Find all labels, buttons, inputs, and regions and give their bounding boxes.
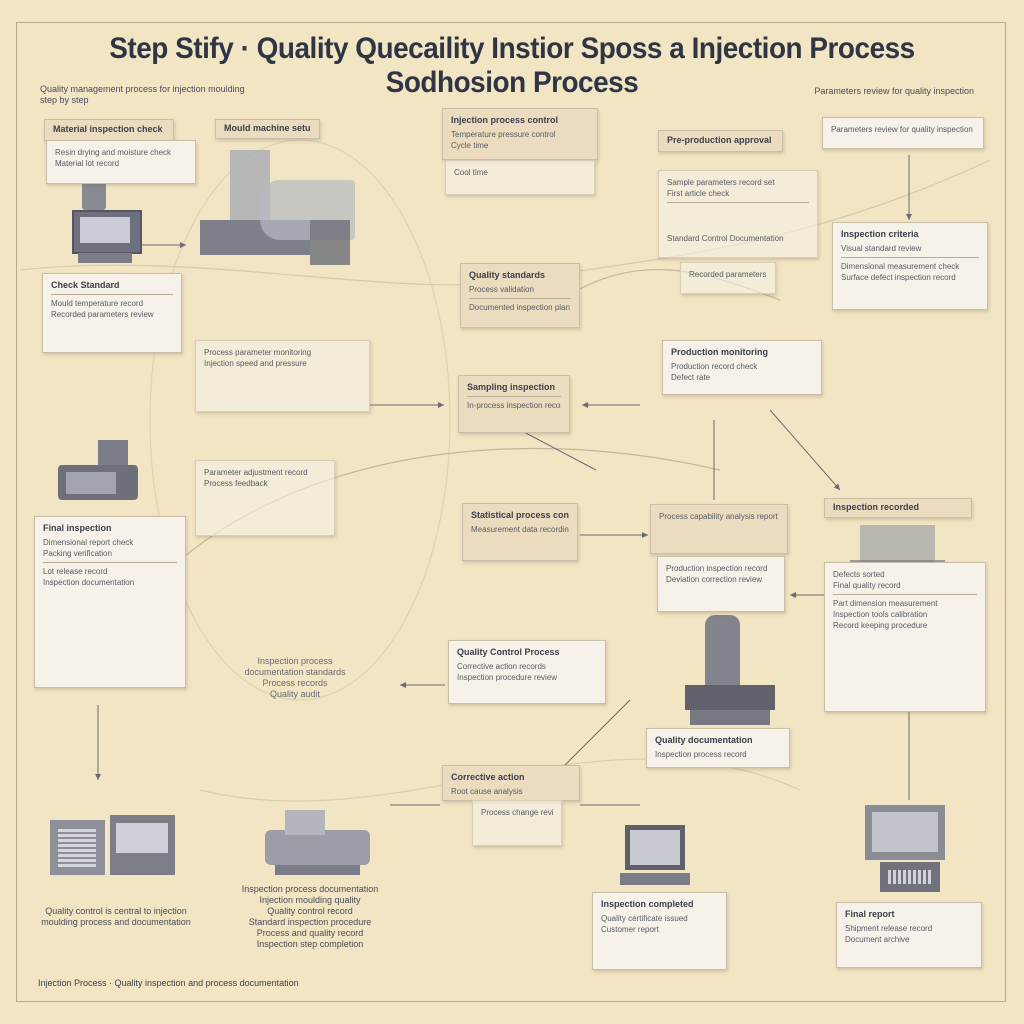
box-injection-control: Injection process control Temperature pr…: [442, 108, 598, 160]
subtitle-left: Quality management process for injection…: [40, 84, 245, 105]
box-capability-header: Process capability analysis report: [650, 504, 788, 554]
box-material-inspection: Material inspection check: [44, 119, 174, 141]
box-parameter-adjustment: Parameter adjustment record Process feed…: [195, 460, 335, 536]
caption-left: Quality control is central to injection …: [41, 906, 191, 927]
box-parameters-ref: Recorded parameters review: [680, 262, 776, 294]
box-spc: Statistical process control Measurement …: [462, 503, 578, 561]
box-inspection-recorded: Inspection recorded: [824, 498, 972, 518]
box-production-monitoring: Production monitoring Production record …: [662, 340, 822, 395]
box-inspection-recorded-details: Defects sorted Final quality record Part…: [824, 562, 986, 712]
press-machine-icon: [58, 440, 148, 510]
box-pre-production-details: Sample parameters record set First artic…: [658, 170, 818, 258]
box-inspection-completed: Inspection completed Quality certificate…: [592, 892, 727, 970]
box-parameters-review: Parameters review for quality inspection: [822, 117, 984, 149]
box-capability-details: Production inspection record Deviation c…: [657, 556, 785, 612]
injection-machine-icon: [200, 150, 360, 270]
box-injection-timing: Cool time: [445, 160, 595, 195]
subtitle-right: Parameters review for quality inspection: [814, 86, 974, 96]
caption-center: Inspection process documentation Injecti…: [241, 884, 379, 949]
box-sampling-inspection: Sampling inspection In-process inspectio…: [458, 375, 570, 433]
box-check-standard: Check Standard Mould temperature record …: [42, 273, 182, 353]
injection-unit-icon: [680, 615, 780, 730]
diagram-frame: [16, 22, 1006, 1002]
box-final-report: Final report Shipment release record Doc…: [836, 902, 982, 968]
box-quality-control-process: Quality Control Process Corrective actio…: [448, 640, 606, 704]
caption-middle: Inspection process documentation standar…: [244, 656, 346, 699]
footer-note: Injection Process · Quality inspection a…: [38, 978, 299, 988]
computer-terminal-icon: [860, 800, 950, 900]
printer-icon: [50, 815, 180, 880]
box-corrective-review: Process change review: [472, 800, 562, 846]
monitor-icon: [70, 175, 142, 270]
box-material-details: Resin drying and moisture check Material…: [46, 140, 196, 184]
box-parameter-monitoring: Process parameter monitoring Injection s…: [195, 340, 370, 412]
box-mould-setup: Mould machine setup: [215, 119, 320, 139]
box-inspection-criteria: Inspection criteria Visual standard revi…: [832, 222, 988, 310]
box-pre-production: Pre-production approval: [658, 130, 783, 152]
box-quality-standards: Quality standards Process validation Doc…: [460, 263, 580, 328]
box-corrective-action: Corrective action Root cause analysis: [442, 765, 580, 801]
molding-unit-icon: [265, 810, 375, 880]
diagram-title: Step Stify · Quality Quecaility Instior …: [109, 32, 915, 99]
box-final-inspection: Final inspection Dimensional report chec…: [34, 516, 186, 688]
laptop-icon: [620, 825, 690, 890]
box-quality-documentation: Quality documentation Inspection process…: [646, 728, 790, 768]
